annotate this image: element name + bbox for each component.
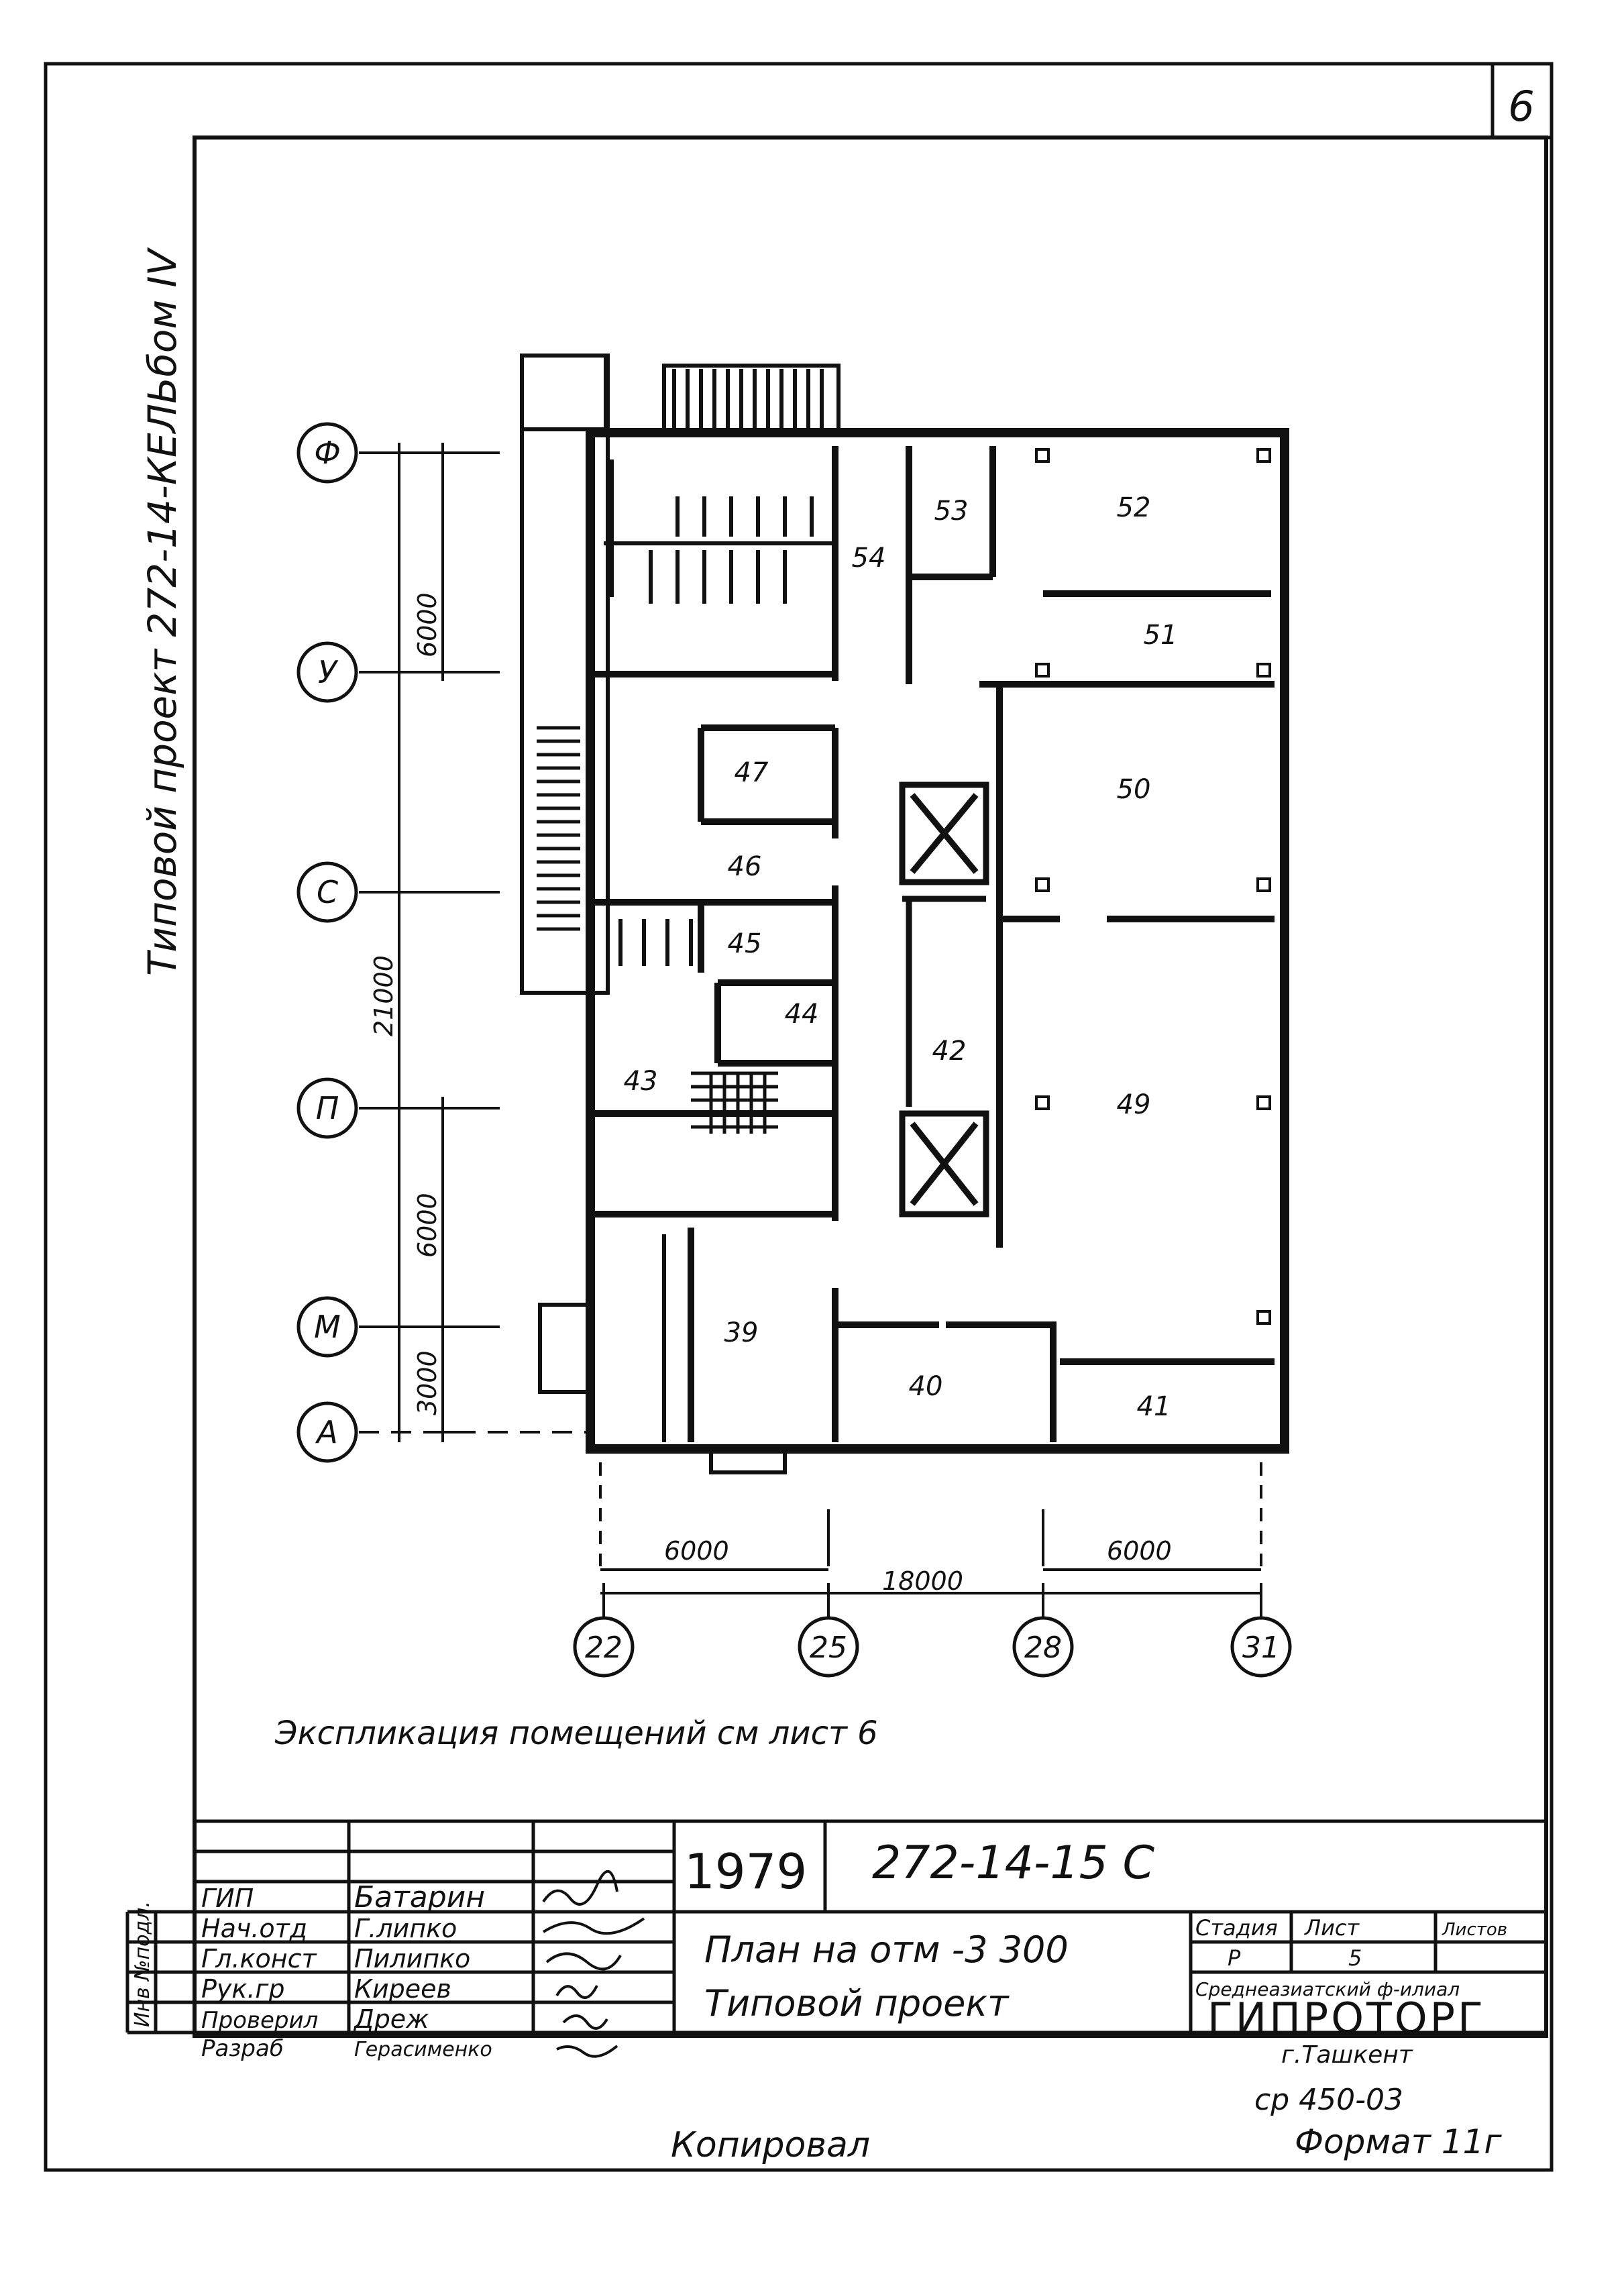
name-pilipko: Пилипко bbox=[354, 1944, 470, 1973]
outer-border bbox=[44, 62, 1554, 2172]
role-nach-otd: Нач.отд bbox=[201, 1914, 307, 1943]
axis-label-28: 28 bbox=[1024, 1631, 1062, 1665]
inner-frame bbox=[193, 136, 1548, 2038]
name-gerasimenko: Герасименко bbox=[354, 2038, 492, 2061]
stage-label: Стадия bbox=[1195, 1915, 1278, 1941]
inv-label: Инв №подл. bbox=[131, 1901, 154, 2027]
room-46: 46 bbox=[728, 851, 762, 882]
axis-bubble-m bbox=[296, 1296, 358, 1358]
dimension-lines bbox=[398, 443, 1261, 1594]
explication-note: Экспликация помещений см лист 6 bbox=[274, 1715, 878, 1752]
axis-bubble-25 bbox=[798, 1616, 859, 1678]
role-ruk-gr: Рук.гр bbox=[201, 1974, 285, 2004]
role-proveril: Проверил bbox=[201, 2007, 318, 2034]
name-drezh: Дреж bbox=[353, 2004, 429, 2034]
dim-m-a: 3000 bbox=[413, 1350, 442, 1415]
room-53: 53 bbox=[934, 496, 969, 527]
axis-label-22: 22 bbox=[585, 1631, 622, 1665]
org-city: г.Ташкент bbox=[1281, 2041, 1413, 2069]
dim-22-25: 6000 bbox=[664, 1536, 729, 1566]
room-numbers: 54 53 52 51 50 47 46 45 44 43 42 49 39 4… bbox=[624, 492, 1178, 1422]
sheet-number: 6 bbox=[1508, 82, 1534, 131]
order-note: ср 450-03 bbox=[1254, 2083, 1403, 2117]
room-51: 51 bbox=[1144, 620, 1178, 651]
axis-label-m: М bbox=[314, 1309, 341, 1345]
axis-label-s: С bbox=[317, 874, 338, 910]
axis-bubble-28 bbox=[1012, 1616, 1074, 1678]
name-glipko: Г.липко bbox=[354, 1914, 457, 1943]
room-50: 50 bbox=[1117, 774, 1151, 805]
room-43: 43 bbox=[624, 1066, 658, 1097]
axis-lines bbox=[359, 451, 1262, 1617]
room-41: 41 bbox=[1137, 1391, 1171, 1422]
axis-label-31: 31 bbox=[1242, 1631, 1280, 1665]
role-gl-konst: Гл.конст bbox=[201, 1944, 317, 1973]
drawing-title-line1: План на отм -3 300 bbox=[704, 1929, 1069, 1971]
title-block-grid bbox=[125, 1819, 1546, 2035]
room-45: 45 bbox=[728, 928, 762, 959]
copied-label: Копировал bbox=[671, 2125, 870, 2165]
dim-total-horizontal: 18000 bbox=[882, 1566, 963, 1596]
role-razrab: Разраб bbox=[201, 2035, 284, 2062]
axis-bubble-22 bbox=[573, 1616, 635, 1678]
year: 1979 bbox=[684, 1843, 807, 1900]
sheets-label: Листов bbox=[1442, 1920, 1507, 1940]
org-line: Среднеазиатский ф-илиал bbox=[1195, 1978, 1460, 2000]
axis-bubble-31 bbox=[1230, 1616, 1292, 1678]
row-axis-bubbles bbox=[296, 422, 358, 1463]
axis-bubble-u bbox=[296, 641, 358, 703]
axis-bubble-a bbox=[296, 1401, 358, 1463]
name-batarin: Батарин bbox=[354, 1880, 485, 1914]
axis-label-f: Ф bbox=[314, 435, 341, 471]
side-title: Типовой проект 272-14-КЕЛЬбом IV bbox=[140, 246, 185, 976]
signatures bbox=[542, 1870, 645, 2058]
room-52: 52 bbox=[1117, 492, 1151, 523]
sheet-number-box bbox=[1491, 62, 1554, 140]
project-code: 272-14-15 С bbox=[872, 1837, 1155, 1890]
axis-label-a: А bbox=[315, 1414, 337, 1450]
column-axis-bubbles bbox=[573, 1616, 1292, 1678]
room-40: 40 bbox=[909, 1371, 943, 1402]
dim-p-m: 6000 bbox=[413, 1193, 442, 1258]
dim-28-31: 6000 bbox=[1107, 1536, 1172, 1566]
room-47: 47 bbox=[735, 757, 769, 788]
dim-f-u: 6000 bbox=[413, 592, 442, 657]
room-49: 49 bbox=[1117, 1089, 1151, 1120]
room-42: 42 bbox=[932, 1036, 967, 1067]
axis-bubble-p bbox=[296, 1077, 358, 1139]
stage-value: Р bbox=[1228, 1945, 1241, 1971]
sheet-value: 5 bbox=[1348, 1945, 1362, 1971]
axis-label-u: У bbox=[318, 654, 339, 690]
building-plan bbox=[520, 354, 1289, 1474]
room-44: 44 bbox=[785, 999, 819, 1030]
axis-bubble-f bbox=[296, 422, 358, 484]
format-label: Формат 11г bbox=[1295, 2122, 1502, 2161]
axis-label-25: 25 bbox=[810, 1631, 847, 1665]
role-gip: ГИП bbox=[201, 1884, 254, 1913]
axis-label-p: П bbox=[316, 1090, 339, 1126]
org-name: ГИПРОТОРГ bbox=[1207, 1994, 1486, 2043]
room-54: 54 bbox=[852, 543, 886, 574]
name-kireev: Киреев bbox=[354, 1974, 451, 2004]
axis-bubble-s bbox=[296, 861, 358, 923]
dim-total-vertical: 21000 bbox=[369, 955, 398, 1036]
drawing-title-line2: Типовой проект bbox=[704, 1982, 1010, 2024]
sheet-label: Лист bbox=[1304, 1915, 1360, 1941]
room-39: 39 bbox=[724, 1317, 759, 1348]
